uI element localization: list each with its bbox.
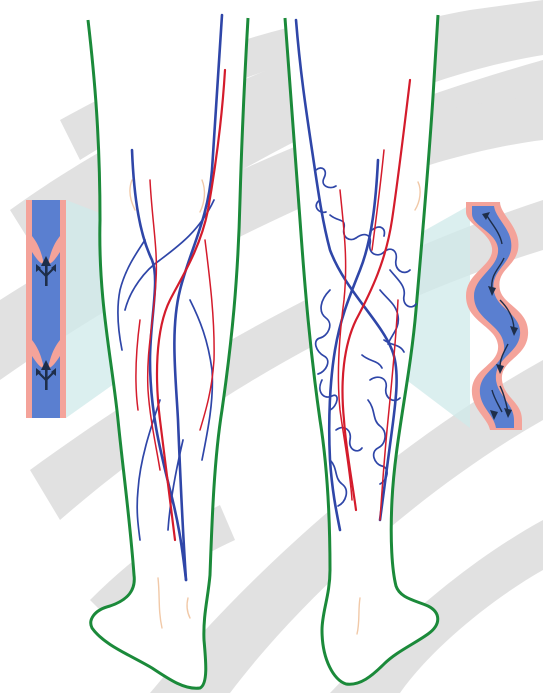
healthy-vein-inset bbox=[26, 200, 66, 418]
